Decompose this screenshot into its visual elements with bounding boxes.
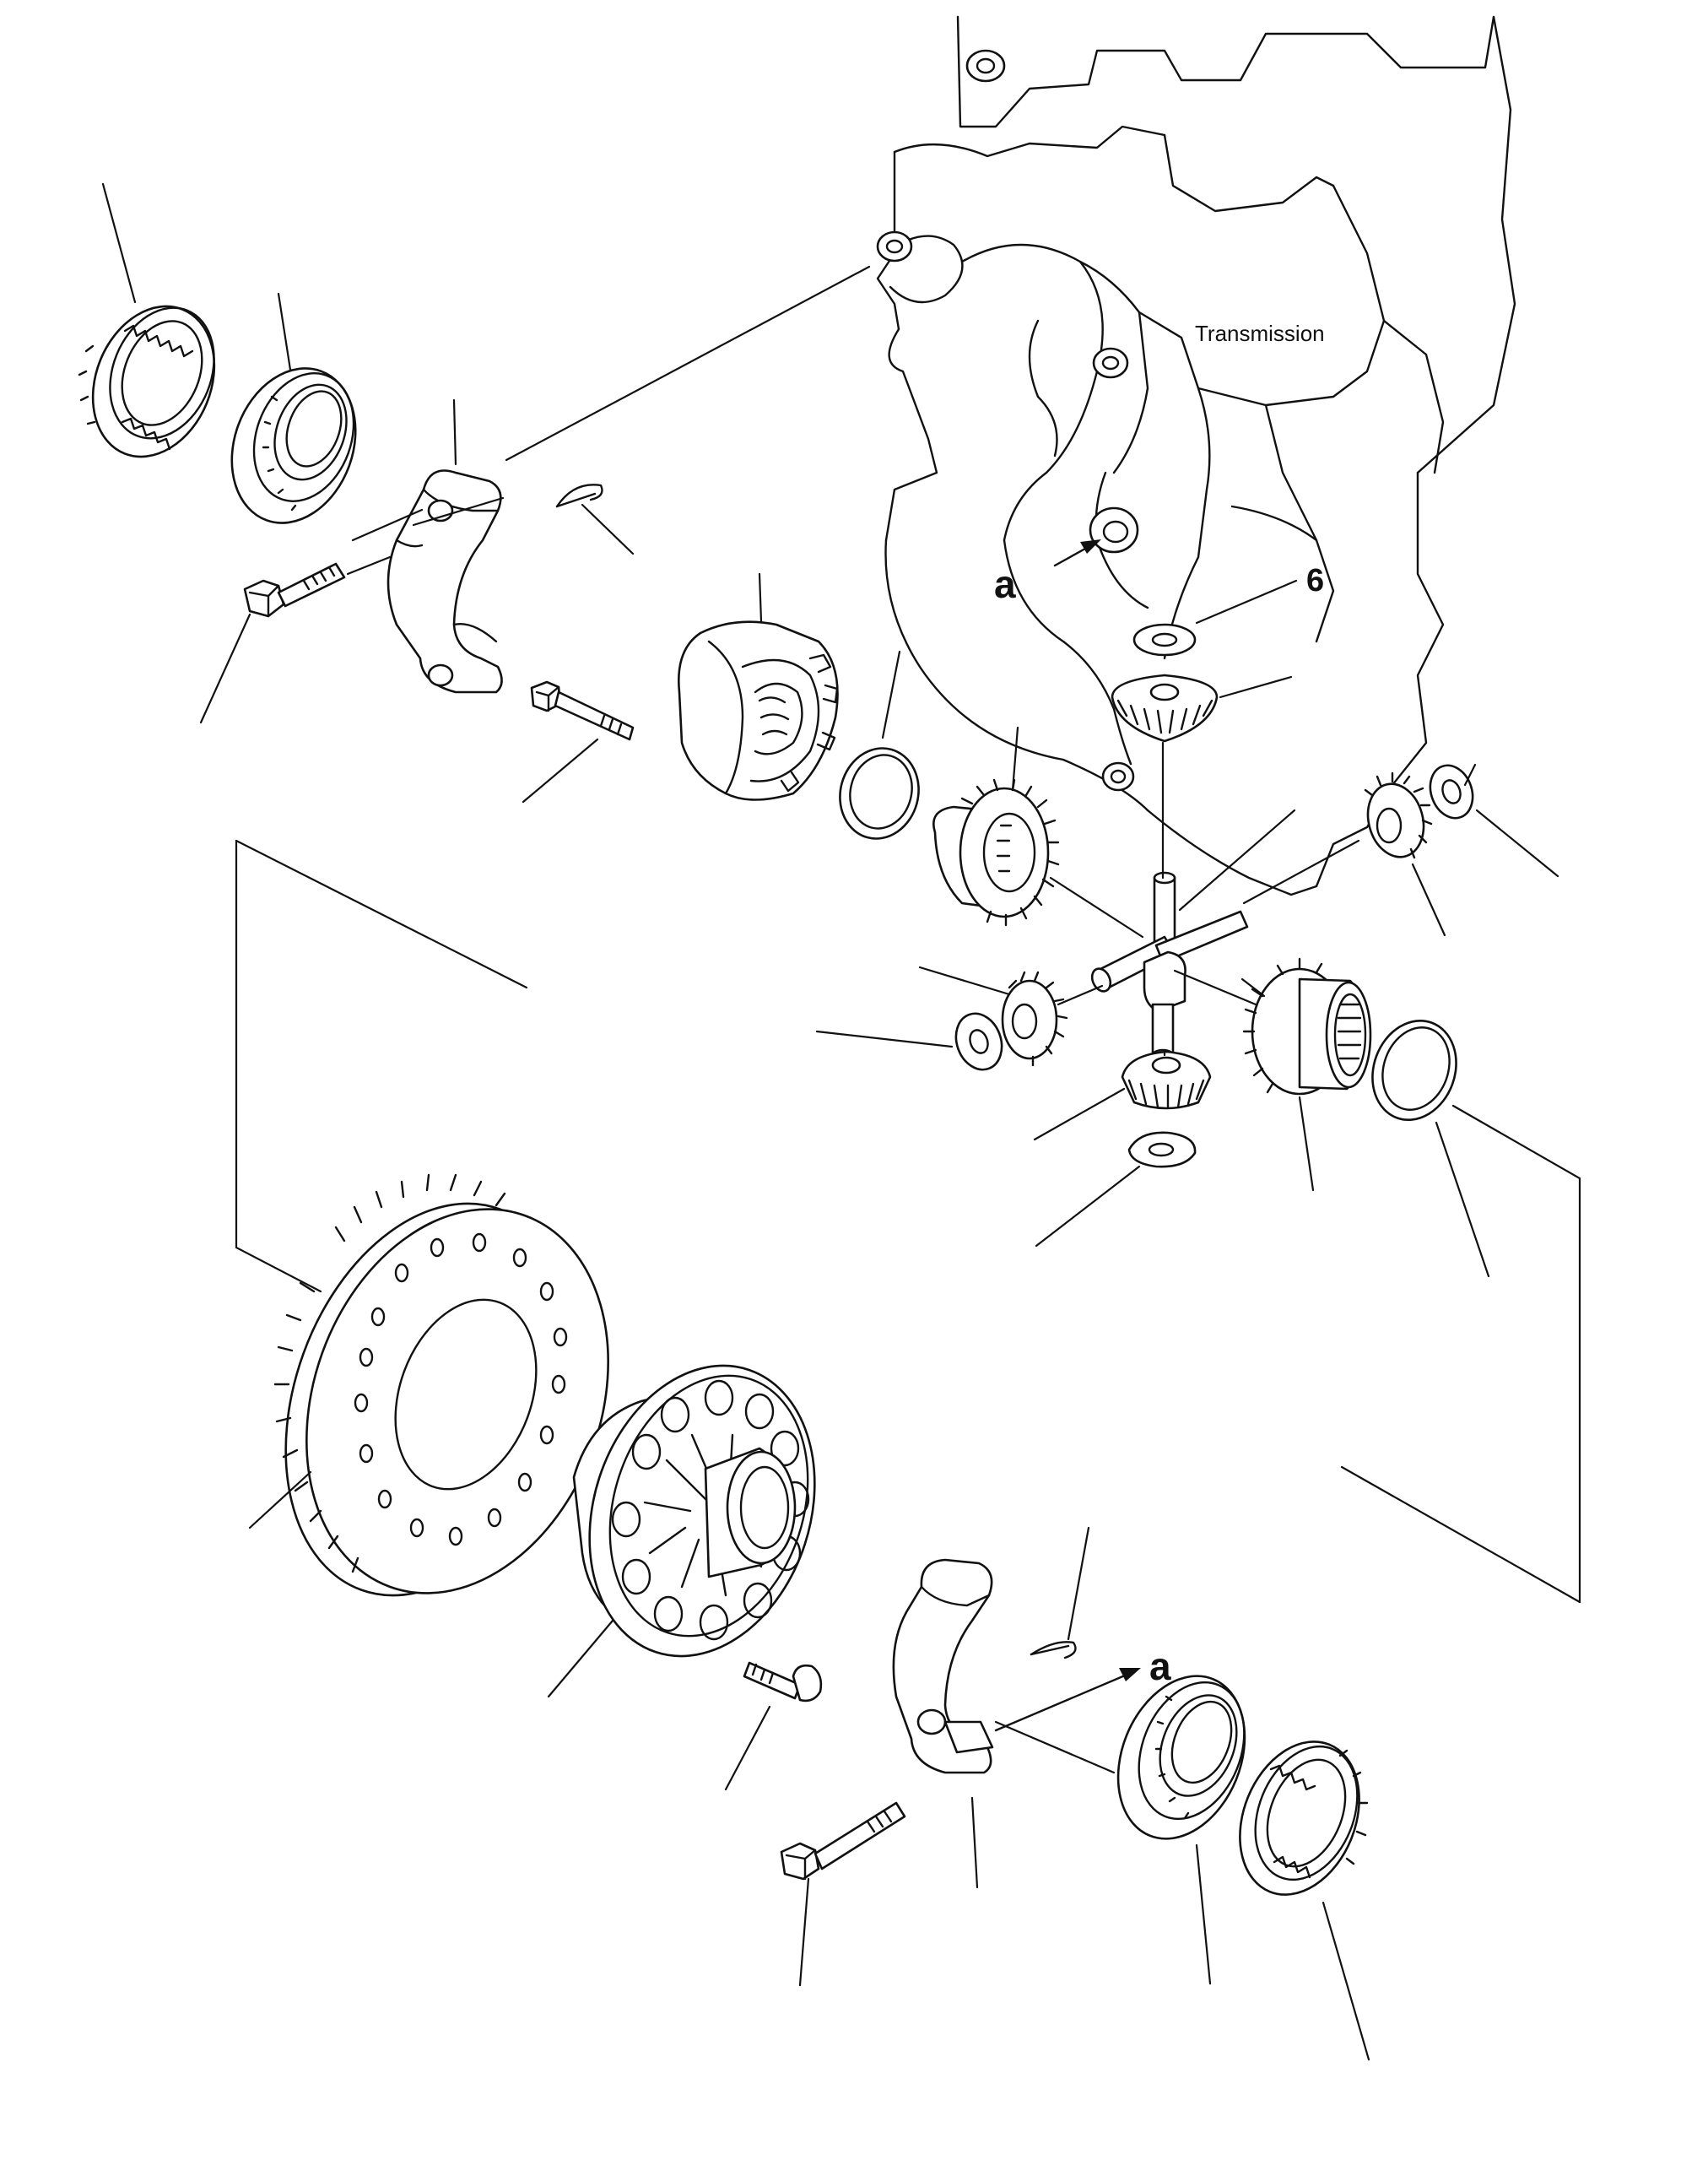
bearing-cap-bottom bbox=[894, 1560, 992, 1773]
bearing-cap-top bbox=[388, 471, 502, 693]
pinion-gear-right bbox=[1360, 773, 1432, 863]
assembly-lines bbox=[236, 267, 1580, 1773]
mount-arrow-bottom bbox=[996, 1668, 1141, 1730]
bearing-left bbox=[211, 351, 376, 541]
cotter-pin-top bbox=[557, 485, 603, 506]
pinion-gear-left bbox=[1003, 972, 1067, 1065]
thrust-washer-left bbox=[949, 1007, 1009, 1076]
pinion-gear-top bbox=[1112, 675, 1217, 741]
shim-right bbox=[1359, 1009, 1469, 1132]
ring-gear bbox=[235, 1163, 660, 1636]
cotter-pin-bottom bbox=[1031, 1642, 1075, 1658]
cap-bolt-top bbox=[245, 564, 344, 616]
cap-bolt-bottom bbox=[781, 1803, 905, 1879]
part-number-label: 6 bbox=[1306, 563, 1324, 598]
bearing-nut-right bbox=[1219, 1724, 1381, 1913]
case-bolt bbox=[744, 1663, 821, 1701]
reference-marker-bottom: a bbox=[1149, 1644, 1171, 1688]
side-gear-right bbox=[1244, 959, 1370, 1094]
ring-gear-bolt-holes bbox=[355, 1234, 566, 1545]
bearing-right bbox=[1095, 1657, 1268, 1858]
thrust-washer-bottom bbox=[1129, 1133, 1195, 1167]
transmission-label: Transmission bbox=[1195, 321, 1325, 346]
adjuster-housing bbox=[678, 622, 837, 800]
transmission-housing bbox=[878, 17, 1515, 895]
spider-cross bbox=[1089, 873, 1247, 1060]
callout-leaders bbox=[103, 184, 1558, 2060]
differential-case bbox=[554, 1336, 851, 1686]
reference-marker-top: a bbox=[994, 562, 1016, 606]
side-gear-left bbox=[933, 780, 1058, 925]
lock-bolt-top bbox=[532, 682, 633, 739]
thrust-washer-top bbox=[1134, 625, 1195, 655]
thrust-washer-right bbox=[1424, 760, 1480, 825]
pinion-gear-bottom bbox=[1122, 1052, 1210, 1108]
shim-top bbox=[830, 739, 929, 847]
bearing-nut-left bbox=[71, 288, 235, 475]
mount-arrow-top bbox=[1055, 539, 1101, 566]
